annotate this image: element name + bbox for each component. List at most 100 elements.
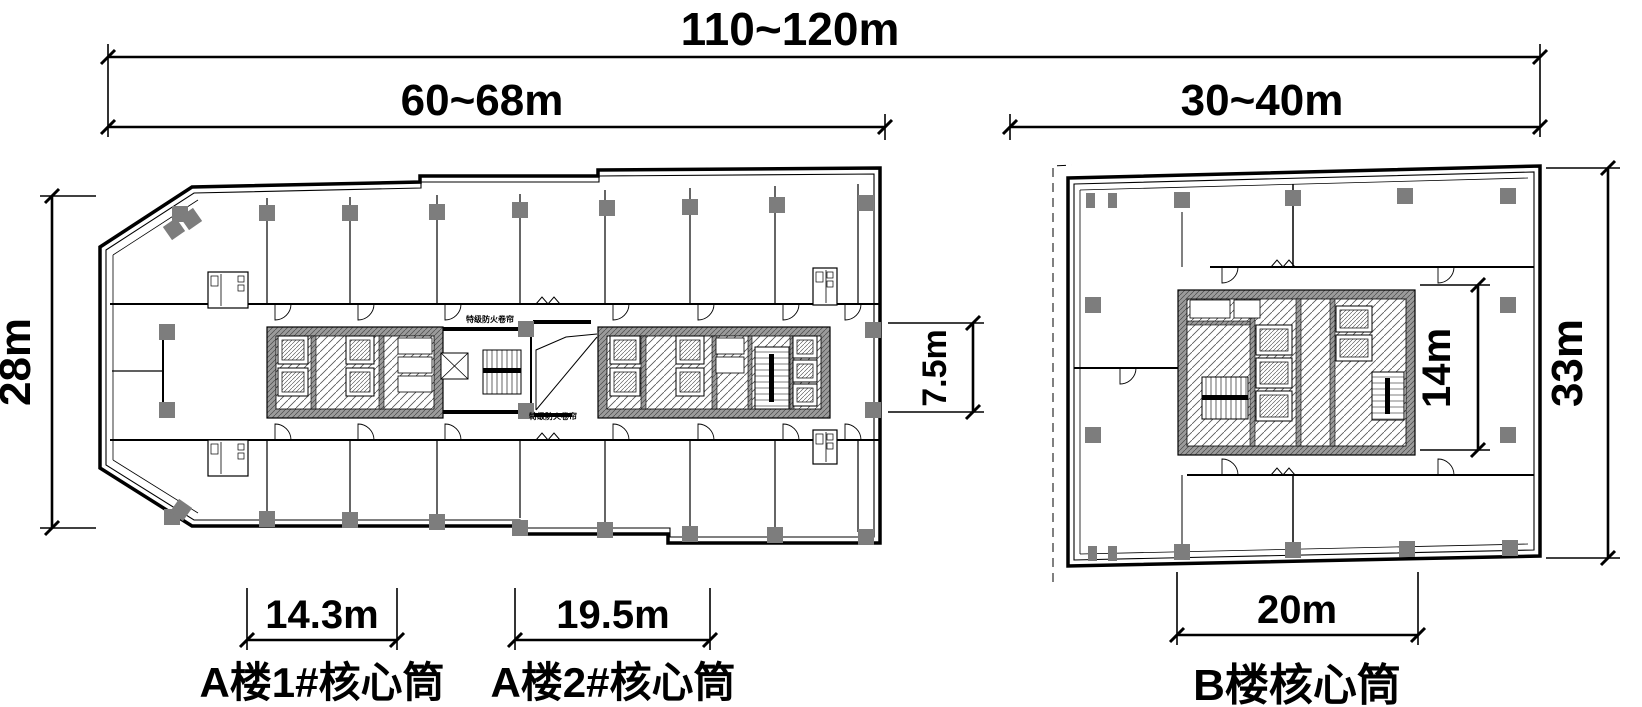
structural-column (512, 520, 528, 536)
elevator-car (796, 339, 814, 355)
toilet-fixture (815, 271, 824, 283)
elevator-car (1339, 338, 1369, 358)
structural-column (865, 402, 881, 418)
elevator-car (679, 339, 701, 361)
core-room (397, 337, 433, 355)
stair-rail (1202, 395, 1248, 400)
core-room (1233, 299, 1261, 319)
door-swing (782, 423, 800, 441)
core-room (715, 356, 745, 374)
door-swing (444, 303, 462, 321)
dim-b-width-label: 30~40m (1181, 76, 1344, 125)
atrium-void-line (535, 336, 598, 411)
toilet-fixture (826, 280, 834, 288)
structural-column (1085, 297, 1101, 313)
door-swing (844, 303, 862, 321)
structural-column (858, 529, 874, 545)
structural-column (1397, 188, 1413, 204)
door-swing (357, 423, 375, 441)
elevator-car (1259, 361, 1289, 385)
core-cross-wall (747, 335, 753, 410)
toilet-fixture (237, 452, 245, 460)
dim-core-b-width-label: 20m (1257, 588, 1337, 632)
door-swing (444, 423, 462, 441)
double-door-symbol (1270, 467, 1296, 476)
dim-core-b-width-tick (1168, 626, 1186, 644)
building-b-outline (1066, 164, 1542, 568)
structural-column (599, 200, 615, 216)
core-room (397, 356, 433, 374)
stair-rail (769, 354, 774, 402)
elevator-car (1259, 328, 1289, 352)
door-swing (697, 303, 715, 321)
door-swing (697, 423, 715, 441)
structural-column-small (1088, 546, 1097, 561)
structural-column-rotated (179, 207, 203, 231)
structural-column (682, 199, 698, 215)
toilet-fixture (237, 275, 245, 283)
core-cross-wall (640, 335, 647, 410)
structural-column-small (1108, 193, 1117, 208)
structural-column (342, 205, 358, 221)
structural-column (1500, 297, 1516, 313)
building-b-glazing-line (1079, 177, 1529, 191)
toilet-fixture (826, 271, 834, 279)
door-swing (844, 423, 862, 441)
toilet-fixture (237, 284, 245, 292)
double-door-symbol (1270, 259, 1296, 268)
caption-core-a2: A楼2#核心筒 (490, 659, 735, 706)
building-a-outline (98, 166, 882, 545)
fire-shutter-bar (443, 410, 530, 414)
elevator-car (1259, 394, 1289, 418)
elevator-x-diag (440, 352, 469, 380)
structural-column (769, 197, 785, 213)
dim-b-depth-tick (1599, 549, 1617, 567)
toilet-fixture (815, 433, 824, 445)
elevator-car (796, 363, 814, 379)
elevator-car (1339, 309, 1369, 329)
dim-a-width-tick (99, 118, 117, 136)
dim-b-depth-tick (1599, 159, 1617, 177)
dim-total-width-tick (99, 48, 117, 66)
stair-rail (483, 368, 521, 373)
toilet-fixture (826, 433, 834, 441)
dim-b-core-depth-tick (1469, 441, 1487, 459)
elevator-car (281, 339, 305, 361)
toilet-fixture (210, 443, 219, 455)
fire-shutter-label: 特级防火卷帘 (529, 411, 577, 421)
elevator-car (613, 371, 637, 393)
elevator-car (679, 371, 701, 393)
structural-column (767, 527, 783, 543)
structural-column (1500, 188, 1516, 204)
dim-a-width-tick (876, 118, 894, 136)
structural-column (1399, 541, 1415, 557)
atrium-void-line (535, 333, 598, 410)
structural-column (865, 322, 881, 338)
dim-b-width-tick (1001, 118, 1019, 136)
core-cross-wall (1295, 298, 1302, 447)
structural-column (429, 204, 445, 220)
door-swing (357, 303, 375, 321)
dim-total-width-label: 110~120m (681, 3, 900, 55)
core-cross-wall (378, 335, 385, 410)
toilet-fixture (826, 442, 834, 450)
structural-column (1085, 427, 1101, 443)
structural-column (1174, 192, 1190, 208)
dim-a-core-depth-tick (964, 314, 982, 332)
fire-shutter-bar (443, 327, 530, 331)
caption-core-a1: A楼1#核心筒 (199, 659, 444, 706)
dim-a-width-label: 60~68m (401, 76, 564, 125)
structural-column (259, 205, 275, 221)
structural-column (1285, 542, 1301, 558)
dim-core-a1-width-tick (238, 631, 256, 649)
core-room (715, 337, 745, 355)
door-swing (1437, 266, 1455, 284)
dim-b-width-tick (1531, 118, 1549, 136)
elevator-car (349, 371, 371, 393)
fire-shutter-bar (533, 320, 591, 324)
structural-column-rotated (162, 217, 186, 241)
core-cross-wall (1249, 298, 1256, 447)
structural-column (682, 526, 698, 542)
structural-column-small (1108, 546, 1117, 561)
